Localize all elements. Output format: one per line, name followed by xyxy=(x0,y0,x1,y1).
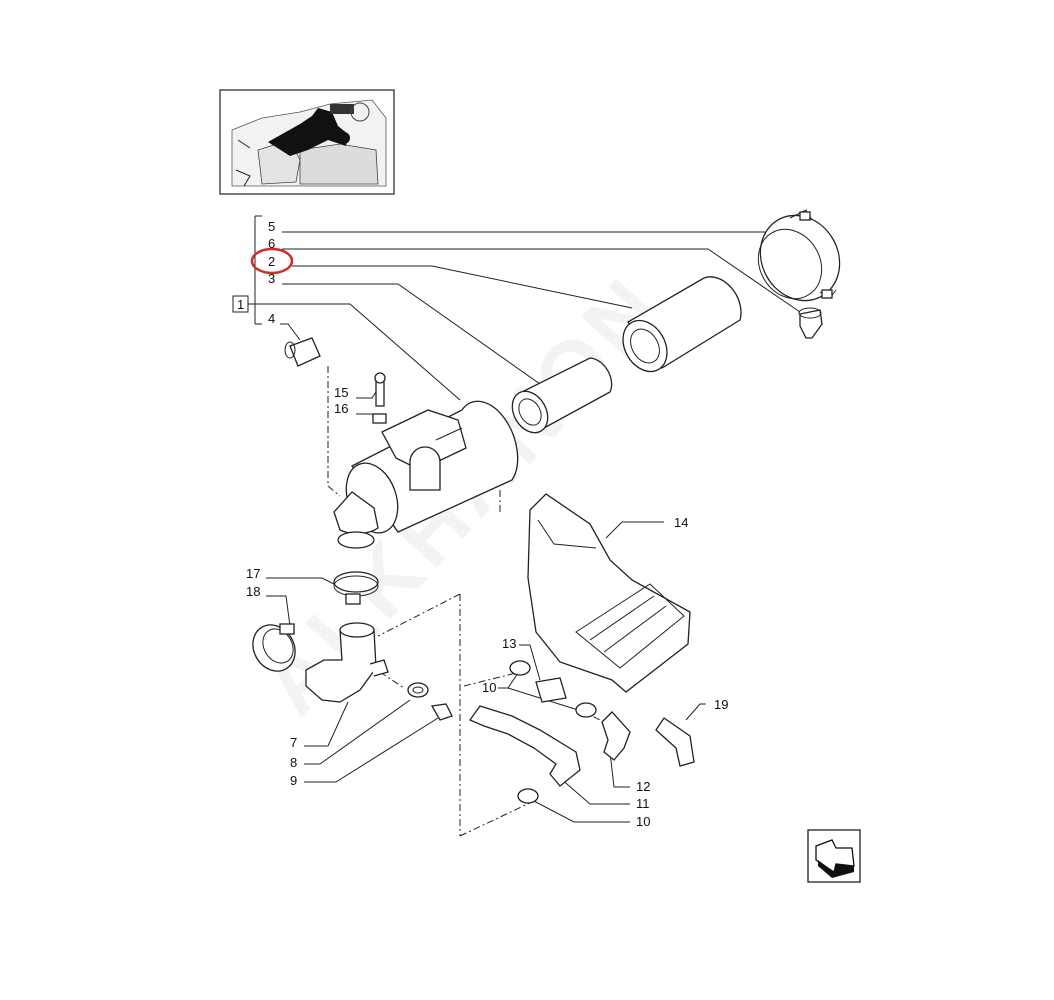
label-6: 6 xyxy=(268,236,275,251)
adapter-13 xyxy=(509,660,597,718)
assembly-lines xyxy=(327,366,601,837)
safety-filter-element xyxy=(511,357,613,434)
intake-duct xyxy=(527,493,691,693)
label-1: 1 xyxy=(237,297,244,312)
clamp-8 xyxy=(407,682,429,698)
bolt-and-washer xyxy=(372,372,387,424)
label-4: 4 xyxy=(268,311,275,326)
hose-11 xyxy=(469,705,581,804)
restriction-sensor xyxy=(284,337,321,367)
air-cleaner-housing xyxy=(333,400,519,549)
dust-valve xyxy=(798,307,823,339)
label-9: 9 xyxy=(290,773,297,788)
hose-19 xyxy=(655,717,695,767)
label-8: 8 xyxy=(290,755,297,770)
next-page-arrow-icon[interactable] xyxy=(807,829,861,883)
highlight-circle xyxy=(250,247,294,275)
primary-filter-element xyxy=(622,276,742,373)
cap-9 xyxy=(430,703,453,721)
label-2: 2 xyxy=(268,254,275,269)
pre-cleaner-cap xyxy=(757,209,841,302)
label-3: 3 xyxy=(268,271,275,286)
label-16: 16 xyxy=(334,401,348,416)
label-14: 14 xyxy=(674,515,688,530)
label-10-lower: 10 xyxy=(636,814,650,829)
engine-location-thumbnail-icon xyxy=(219,89,395,195)
label-12: 12 xyxy=(636,779,650,794)
elbow-hose xyxy=(305,622,389,703)
label-17: 17 xyxy=(246,566,260,581)
part-labels: 5 6 2 3 1 4 15 16 14 17 18 13 10 19 7 8 … xyxy=(237,219,728,829)
label-11: 11 xyxy=(636,796,650,811)
label-7: 7 xyxy=(290,735,297,750)
hose-clamp-17 xyxy=(333,571,379,605)
hose-clamp-18 xyxy=(252,623,296,672)
label-10-upper: 10 xyxy=(482,680,496,695)
label-18: 18 xyxy=(246,584,260,599)
label-19: 19 xyxy=(714,697,728,712)
label-15: 15 xyxy=(334,385,348,400)
hose-12 xyxy=(601,711,631,761)
label-5: 5 xyxy=(268,219,275,234)
label-13: 13 xyxy=(502,636,516,651)
